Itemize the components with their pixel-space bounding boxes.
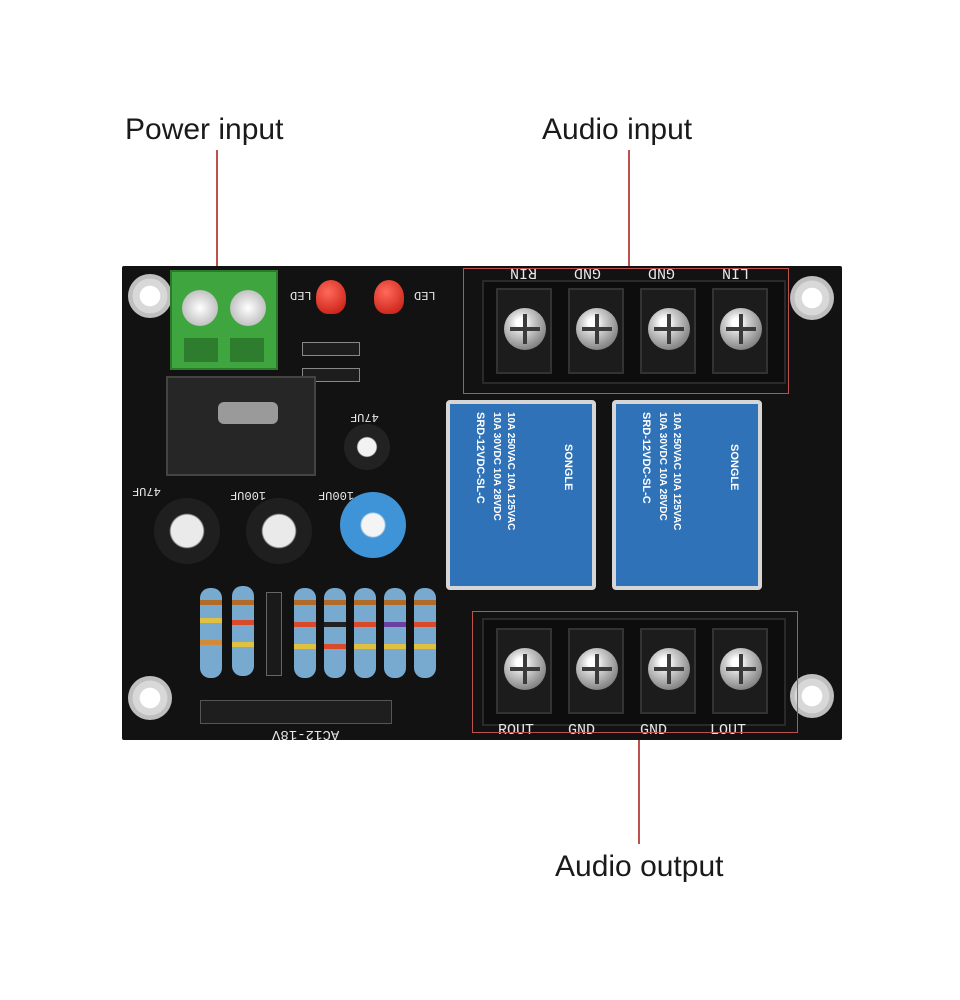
audio-output-leader	[638, 732, 640, 844]
resistor-icon	[232, 586, 254, 676]
diode-icon	[266, 592, 282, 676]
cap-silk-label: 100UF	[318, 488, 355, 502]
led-silk-label: LED	[414, 288, 436, 302]
terminal-label: GND	[640, 722, 668, 739]
screw-icon	[504, 648, 546, 690]
relay-model: SRD-12VDC-SL-C	[640, 412, 652, 504]
heatsink	[166, 376, 316, 476]
mounting-hole	[128, 676, 172, 720]
cap-silk-label: 47UF	[350, 410, 379, 424]
terminal-label: GND	[568, 722, 596, 739]
relay-brand: SONGLE	[562, 444, 574, 491]
resistor-icon	[294, 588, 316, 678]
terminal-gnd	[640, 288, 696, 374]
audio-input-highlight	[463, 268, 789, 394]
power-silk-label: AC12-18V	[272, 726, 340, 742]
audio-input-leader	[628, 150, 630, 268]
screw-icon	[230, 290, 266, 326]
terminal-label: ROUT	[498, 722, 535, 739]
audio-output-highlight	[472, 611, 798, 733]
audio-output-terminal-block	[482, 618, 786, 726]
led-icon	[374, 280, 404, 314]
terminal-gnd	[640, 628, 696, 714]
mounting-hole	[790, 276, 834, 320]
audio-output-label: Audio output	[555, 850, 724, 883]
relay-model: SRD-12VDC-SL-C	[474, 412, 486, 504]
capacitor-icon	[344, 424, 390, 470]
screw-icon	[648, 308, 690, 350]
power-terminal	[170, 270, 278, 370]
resistor-icon	[324, 588, 346, 678]
screw-icon	[504, 308, 546, 350]
relay-rating: 10A 250VAC 10A 125VAC	[505, 412, 516, 531]
terminal-gnd	[568, 628, 624, 714]
capacitor-icon	[246, 498, 312, 564]
audio-input-label: Audio input	[542, 113, 693, 146]
diode-icon	[302, 342, 360, 356]
relay-rating: 10A 250VAC 10A 125VAC	[671, 412, 682, 531]
cap-silk-label: 47UF	[132, 484, 161, 498]
resistor-icon	[200, 588, 222, 678]
diode-icon	[302, 368, 360, 382]
relay-rating: 10A 30VDC 10A 28VDC	[491, 412, 502, 521]
capacitor-icon	[154, 498, 220, 564]
cap-silk-label: 100UF	[230, 488, 267, 502]
terminal-lin	[712, 288, 768, 374]
terminal-rout	[496, 628, 552, 714]
terminal-label: LOUT	[710, 722, 747, 739]
screw-icon	[576, 308, 618, 350]
relay-rating: 10A 30VDC 10A 28VDC	[657, 412, 668, 521]
mounting-hole	[128, 274, 172, 318]
led-silk-label: LED	[290, 288, 312, 302]
relay: SRD-12VDC-SL-C 10A 30VDC 10A 28VDC 10A 2…	[612, 400, 762, 590]
screw-icon	[648, 648, 690, 690]
pcb-board: LED LED 47UF 47UF 100UF 100UF AC12-18V S…	[122, 264, 842, 742]
power-input-leader	[216, 150, 218, 275]
relay: SRD-12VDC-SL-C 10A 30VDC 10A 28VDC 10A 2…	[446, 400, 596, 590]
capacitor-icon	[340, 492, 406, 558]
screw-icon	[182, 290, 218, 326]
terminal-gnd	[568, 288, 624, 374]
resistor-icon	[384, 588, 406, 678]
audio-input-terminal-block	[482, 280, 786, 384]
relay-brand: SONGLE	[728, 444, 740, 491]
led-icon	[316, 280, 346, 314]
power-pad	[200, 700, 392, 724]
power-input-label: Power input	[125, 113, 284, 146]
screw-icon	[720, 308, 762, 350]
terminal-rin	[496, 288, 552, 374]
screw-icon	[720, 648, 762, 690]
resistor-icon	[414, 588, 436, 678]
resistor-icon	[354, 588, 376, 678]
terminal-lout	[712, 628, 768, 714]
screw-icon	[576, 648, 618, 690]
